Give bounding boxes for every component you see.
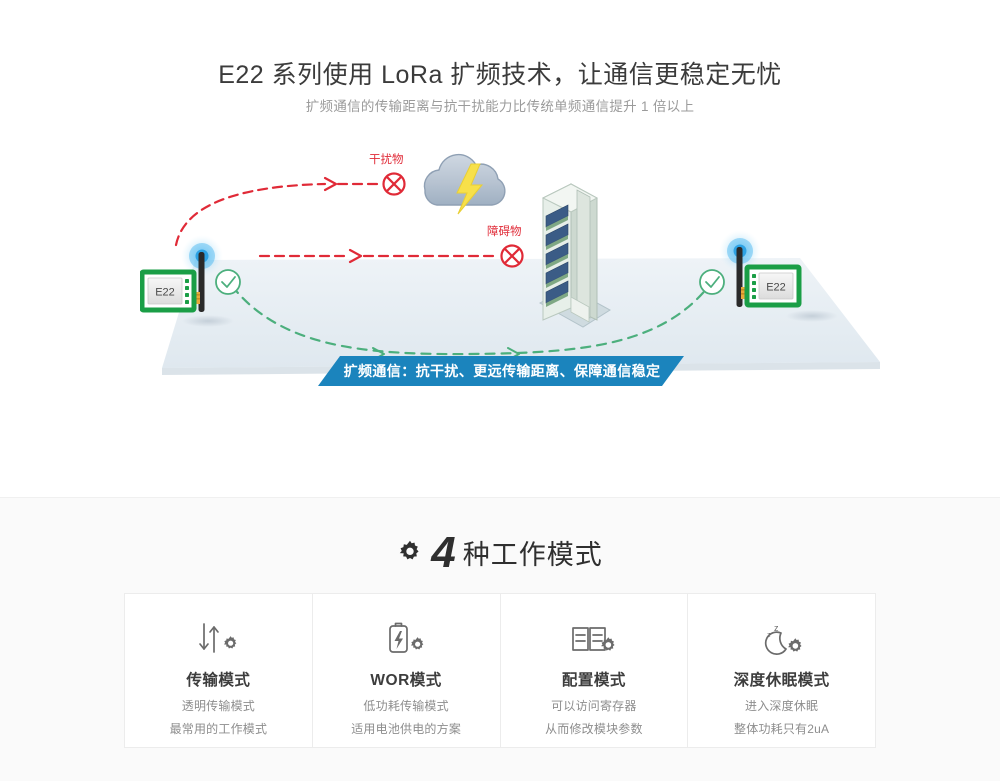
gear-icon bbox=[787, 638, 802, 652]
obstacle-label: 障碍物 bbox=[487, 224, 522, 238]
mode-card-title: 传输模式 bbox=[186, 672, 251, 689]
antenna-signal-icon-right bbox=[719, 230, 761, 272]
office-building-icon bbox=[538, 183, 611, 328]
modes-count: 4 bbox=[431, 528, 456, 577]
e22-module-right: E22 bbox=[719, 230, 838, 322]
modes-heading-label: 种工作模式 bbox=[462, 539, 603, 570]
ribbon-shape bbox=[318, 356, 684, 386]
svg-text:z: z bbox=[774, 623, 779, 633]
mode-card-line2: 适用电池供电的方案 bbox=[351, 722, 462, 736]
mode-card-line1: 进入深度休眠 bbox=[745, 699, 819, 713]
feature-ribbon: 扩频通信：抗干扰、更远传输距离、保障通信稳定 bbox=[318, 356, 684, 386]
mode-card-title: 深度休眠模式 bbox=[733, 672, 830, 689]
circle-check-icon-right bbox=[699, 269, 725, 295]
module-label-right: E22 bbox=[766, 282, 786, 294]
mode-card-config[interactable]: 配置模式 可以访问寄存器 从而修改模块参数 bbox=[500, 594, 689, 747]
register-book-gear-icon bbox=[567, 616, 621, 662]
storm-cloud-icon bbox=[423, 153, 506, 215]
modes-card-grid: 传输模式 透明传输模式 最常用的工作模式 WOR模式 bbox=[124, 593, 876, 748]
moon-sleep-gear-icon: z z bbox=[755, 616, 809, 662]
mode-card-title: WOR模式 bbox=[370, 672, 442, 689]
circle-cross-icon-interference bbox=[382, 172, 406, 196]
mode-card-line2: 整体功耗只有2uA bbox=[734, 722, 830, 736]
gear-icon bbox=[400, 540, 419, 560]
gear-icon bbox=[224, 636, 237, 649]
mode-card-line2: 最常用的工作模式 bbox=[169, 722, 268, 736]
mode-card-line2: 从而修改模块参数 bbox=[545, 722, 643, 736]
transfer-arrows-gear-icon bbox=[193, 616, 243, 662]
page-title: E22 系列使用 LoRa 扩频技术，让通信更稳定无忧 bbox=[218, 61, 782, 89]
hero-section: E22 系列使用 LoRa 扩频技术，让通信更稳定无忧 扩频通信的传输距离与抗干… bbox=[140, 61, 880, 400]
module-label-left: E22 bbox=[155, 287, 175, 299]
mode-card-deep-sleep[interactable]: z z 深度休眠模式 进入深度休眠 整体功耗只有2uA bbox=[688, 594, 875, 747]
modes-heading: 4 种工作模式 bbox=[0, 528, 1000, 577]
mode-card-line1: 可以访问寄存器 bbox=[551, 699, 637, 713]
mode-card-line1: 低功耗传输模式 bbox=[363, 699, 449, 713]
gear-icon bbox=[600, 637, 615, 651]
interference-label: 干扰物 bbox=[369, 152, 404, 166]
e22-module-left: E22 bbox=[140, 235, 234, 327]
modes-section: 4 种工作模式 传输模式 bbox=[0, 497, 1000, 781]
ribbon-label: 扩频通信：抗干扰、更远传输距离、保障通信稳定 bbox=[343, 363, 661, 379]
mode-card-line1: 透明传输模式 bbox=[181, 699, 255, 713]
obstacle-path bbox=[258, 248, 497, 264]
battery-bolt-gear-icon bbox=[381, 616, 431, 662]
page-subtitle: 扩频通信的传输距离与抗干扰能力比传统单频通信提升 1 倍以上 bbox=[305, 99, 695, 114]
svg-text:z: z bbox=[767, 632, 771, 639]
mode-card-wor[interactable]: WOR模式 低功耗传输模式 适用电池供电的方案 bbox=[312, 594, 501, 747]
lora-communication-diagram: 干扰物 障碍物 bbox=[140, 140, 880, 400]
circle-check-icon-left bbox=[215, 269, 241, 295]
mode-card-title: 配置模式 bbox=[561, 672, 626, 689]
circle-cross-icon-obstacle bbox=[500, 244, 524, 268]
mode-card-transfer[interactable]: 传输模式 透明传输模式 最常用的工作模式 bbox=[125, 594, 313, 747]
interference-path bbox=[174, 176, 380, 247]
gear-icon bbox=[410, 637, 424, 650]
